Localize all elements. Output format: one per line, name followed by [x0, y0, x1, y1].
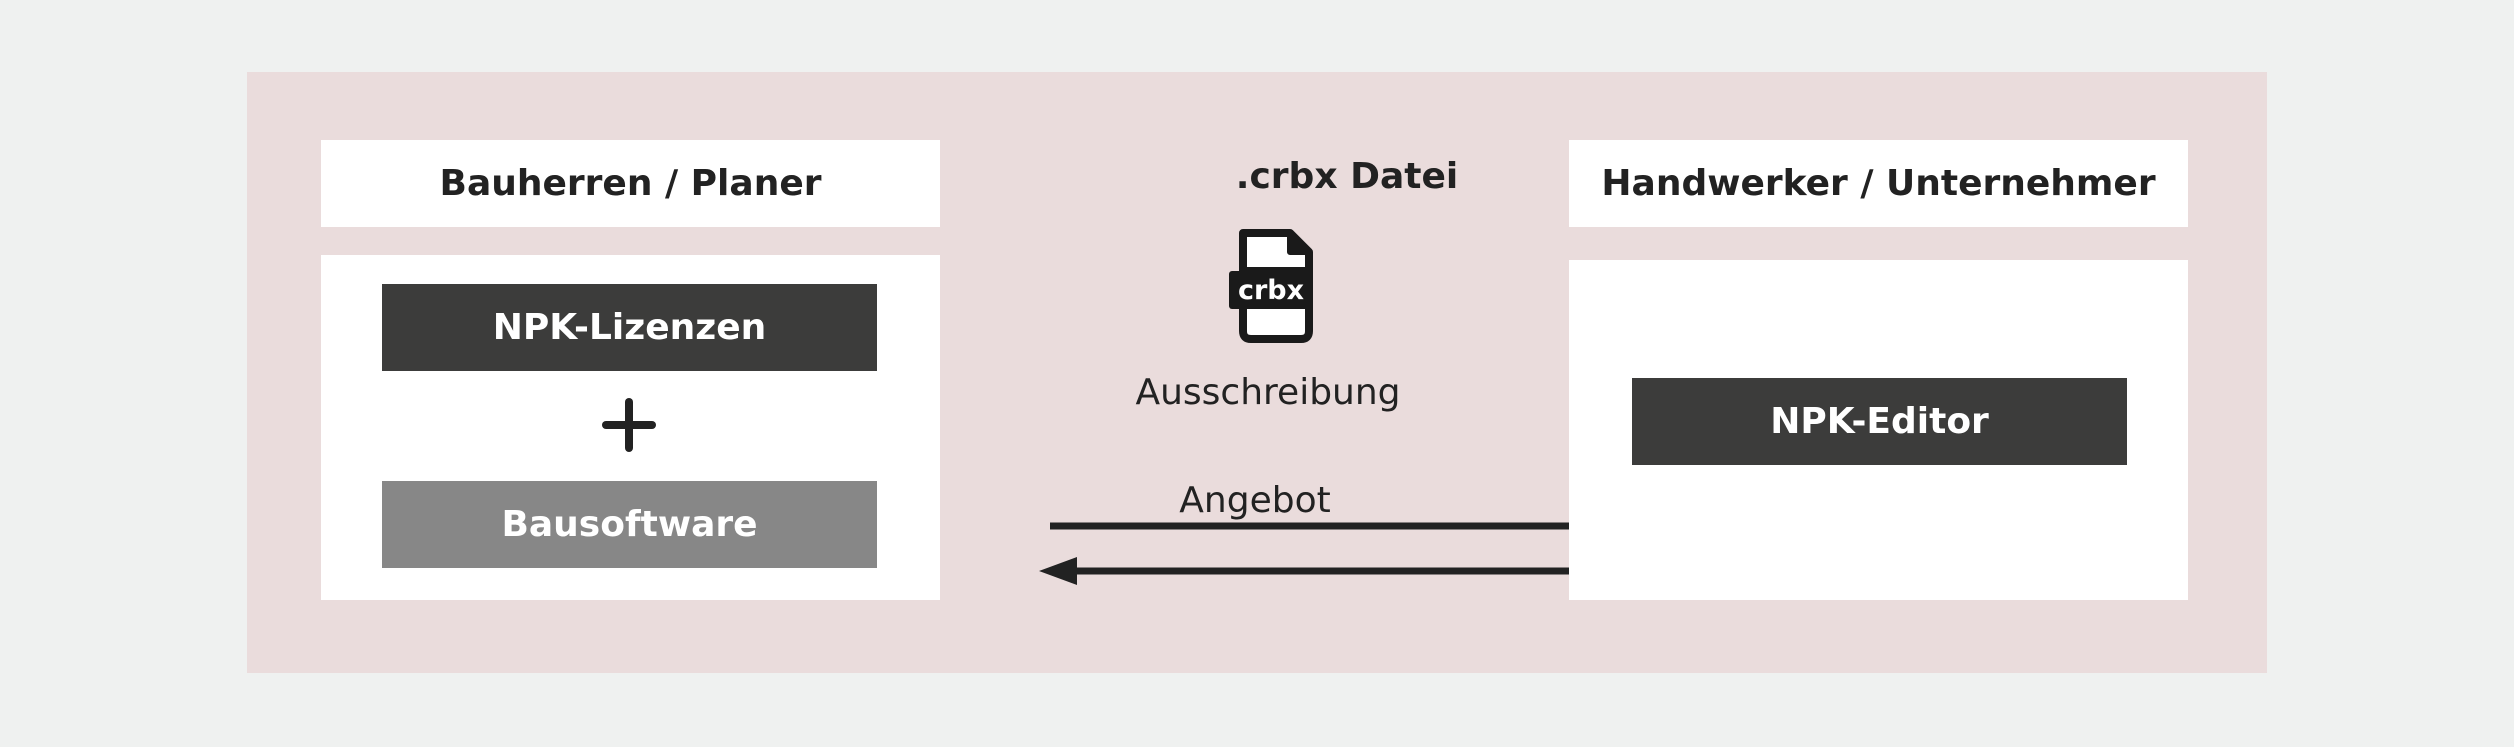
npk-editor-label: NPK-Editor [1770, 401, 1989, 442]
npk-lizenzen-bar: NPK-Lizenzen [382, 284, 877, 371]
right-header-box: Handwerker / Unternehmer [1569, 140, 2188, 227]
left-header-box: Bauherren / Planer [321, 140, 940, 227]
left-title: Bauherren / Planer [439, 163, 822, 204]
plus-icon [602, 398, 656, 452]
diagram-panel: Bauherren / Planer NPK-Lizenzen Bausoftw… [247, 72, 2267, 673]
npk-editor-bar: NPK-Editor [1632, 378, 2127, 465]
right-title: Handwerker / Unternehmer [1601, 163, 2156, 204]
backward-label: Angebot [1179, 480, 1331, 521]
npk-lizenzen-label: NPK-Lizenzen [492, 307, 767, 348]
center-title: .crbx Datei [1235, 156, 1459, 197]
bausoftware-bar: Bausoftware [382, 481, 877, 568]
forward-label: Ausschreibung [1135, 372, 1401, 413]
file-icon-label: crbx [1238, 275, 1304, 306]
bausoftware-label: Bausoftware [501, 504, 758, 545]
file-icon: crbx [1229, 229, 1313, 343]
